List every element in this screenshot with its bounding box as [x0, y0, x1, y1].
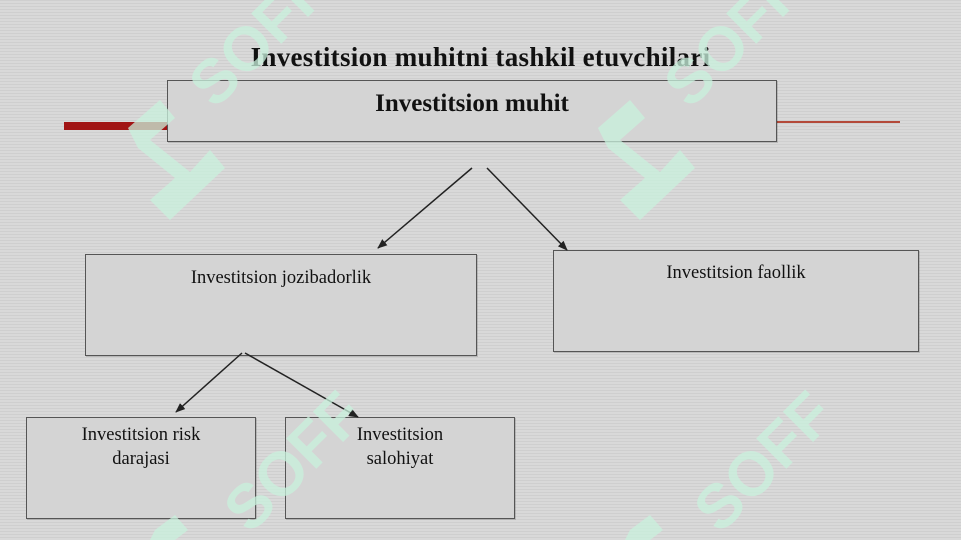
node-salohiyat: Investitsion salohiyat: [285, 417, 515, 519]
arrow-root-to-jozibadorlik: [377, 167, 473, 249]
node-jozibadorlik-label: Investitsion jozibadorlik: [190, 268, 372, 288]
node-jozibadorlik: Investitsion jozibadorlik: [85, 254, 477, 356]
slide-title: Investitsion muhitni tashkil etuvchilari: [250, 42, 711, 72]
accent-bar-left: [64, 122, 174, 130]
node-risk-line2: darajasi: [112, 449, 170, 469]
node-faollik: Investitsion faollik: [553, 250, 919, 352]
node-faollik-label: Investitsion faollik: [666, 263, 806, 283]
node-risk-darajasi: Investitsion risk darajasi: [26, 417, 256, 519]
arrow-jozibadorlik-to-risk: [175, 352, 243, 413]
arrow-root-to-faollik: [486, 167, 568, 251]
node-salohiyat-line2: salohiyat: [366, 449, 434, 469]
root-node-label: Investitsion muhit: [375, 90, 569, 117]
node-salohiyat-line1: Investitsion: [356, 425, 444, 445]
node-risk-line1: Investitsion risk: [81, 425, 201, 445]
arrow-jozibadorlik-to-salohiyat: [244, 352, 359, 418]
accent-line-right: [776, 121, 900, 123]
